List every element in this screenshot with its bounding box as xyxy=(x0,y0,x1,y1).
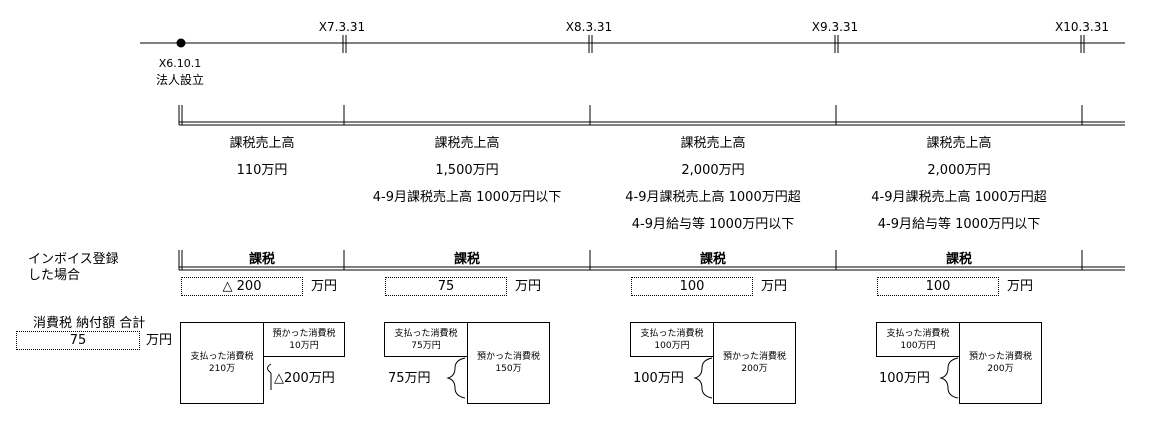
timeline-tick-4 xyxy=(1080,35,1085,53)
period-4-received-tax-box: 預かった消費税 200万 xyxy=(959,322,1042,404)
period-3-status: 課税 xyxy=(699,252,727,267)
period-3-received-tax-box: 預かった消費税 200万 xyxy=(713,322,796,404)
period-2-tax-amount: 75 xyxy=(385,277,507,296)
period-2-received-tax-box: 預かった消費税 150万 xyxy=(467,322,550,404)
period-bracket-row-lower xyxy=(178,250,1125,271)
timeline-tick-1 xyxy=(342,35,347,53)
period-3-amount: 2,000万円 xyxy=(681,163,745,178)
period-3-difference: 100万円 xyxy=(633,371,684,386)
period-4-unit: 万円 xyxy=(1007,279,1034,294)
founding-marker xyxy=(176,38,186,48)
invoice-registration-label: インボイス登録 した場合 xyxy=(28,252,119,283)
timeline-tick-3 xyxy=(834,35,839,53)
period-1-received-tax-box: 預かった消費税 10万円 xyxy=(263,322,345,357)
period-1-amount: 110万円 xyxy=(236,163,288,178)
period-2-amount: 1,500万円 xyxy=(435,163,499,178)
period-3-paid-tax-box: 支払った消費税 100万円 xyxy=(630,322,714,357)
period-4-difference: 100万円 xyxy=(879,371,930,386)
total-unit: 万円 xyxy=(146,333,173,348)
period-1-difference: △200万円 xyxy=(274,371,335,386)
diff-brace-4 xyxy=(939,357,959,399)
total-label: 消費税 納付額 合計 xyxy=(33,316,146,331)
period-3-note-1: 4-9月課税売上高 1000万円超 xyxy=(625,190,801,205)
period-4-heading: 課税売上高 xyxy=(926,136,992,151)
period-4-note-2: 4-9月給与等 1000万円以下 xyxy=(877,217,1041,232)
period-4-amount: 2,000万円 xyxy=(927,163,991,178)
period-1-tax-amount: △ 200 xyxy=(181,277,303,296)
period-4-status: 課税 xyxy=(945,252,973,267)
period-4-note-1: 4-9月課税売上高 1000万円超 xyxy=(871,190,1047,205)
diff-brace-2 xyxy=(446,357,466,399)
period-2-unit: 万円 xyxy=(515,279,542,294)
period-2-difference: 75万円 xyxy=(388,371,431,386)
period-2-note-1: 4-9月課税売上高 1000万円以下 xyxy=(372,190,562,205)
period-3-unit: 万円 xyxy=(761,279,788,294)
period-4-tax-amount: 100 xyxy=(877,277,999,296)
tick-label-3: X9.3.31 xyxy=(811,20,859,34)
tick-label-4: X10.3.31 xyxy=(1054,20,1110,34)
diff-brace-3 xyxy=(693,357,713,399)
period-4-paid-tax-box: 支払った消費税 100万円 xyxy=(876,322,960,357)
period-2-status: 課税 xyxy=(453,252,481,267)
period-1-paid-tax-box: 支払った消費税 210万 xyxy=(180,322,264,404)
period-1-unit: 万円 xyxy=(311,279,338,294)
total-value: 75 xyxy=(16,331,140,350)
period-bracket-row-upper xyxy=(178,105,1125,126)
timeline-tick-2 xyxy=(588,35,593,53)
founding-label: 法人設立 xyxy=(155,73,205,87)
tick-label-2: X8.3.31 xyxy=(565,20,613,34)
period-3-heading: 課税売上高 xyxy=(680,136,746,151)
period-2-heading: 課税売上高 xyxy=(434,136,500,151)
period-1-status: 課税 xyxy=(248,252,276,267)
period-2-paid-tax-box: 支払った消費税 75万円 xyxy=(384,322,468,357)
tick-label-1: X7.3.31 xyxy=(318,20,366,34)
founding-date: X6.10.1 xyxy=(158,57,202,70)
period-3-tax-amount: 100 xyxy=(631,277,753,296)
period-1-heading: 課税売上高 xyxy=(229,136,295,151)
diff-brace-1 xyxy=(267,363,272,390)
period-3-note-2: 4-9月給与等 1000万円以下 xyxy=(631,217,795,232)
